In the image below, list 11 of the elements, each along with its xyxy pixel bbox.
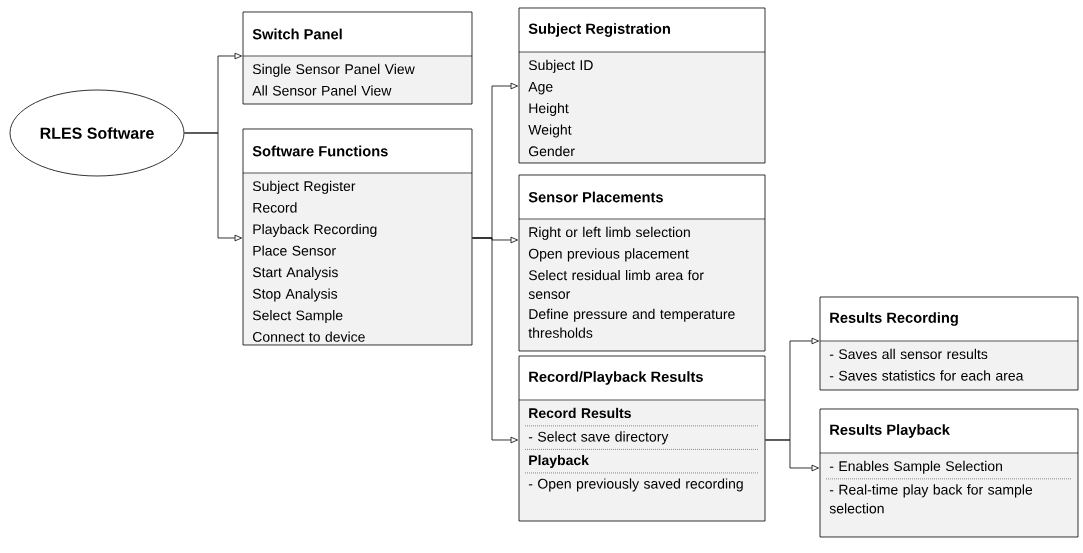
list-card: Record/Playback Results Record Results - Select save directory Playback - Open previously saved recording [518, 355, 766, 522]
arrow [765, 439, 819, 472]
arrow [184, 132, 242, 242]
list-card: Results Recording - Saves all sensor results - Saves statistics for each area [819, 296, 1079, 391]
list-card: Results Playback - Enables Sample Selection - Real-time play back for sample selection [819, 408, 1079, 538]
list-card: Switch Panel Single Sensor Panel View All Sensor Panel View [242, 11, 473, 105]
list-card: Software Functions Subject Register Record Playback Recording Place Sensor Start Analysis Stop Analysis Select Sample Connect to device [242, 128, 473, 346]
list-card: Subject Registration Subject ID Age Height Weight Gender [518, 7, 766, 164]
list-card: Sensor Placements Right or left limb selection Open previous placement Select residual limb area for sensor Define pressure and temperature thresholds [518, 174, 766, 352]
arrow [472, 237, 518, 444]
ellipse-node: RLES Software [9, 89, 185, 177]
